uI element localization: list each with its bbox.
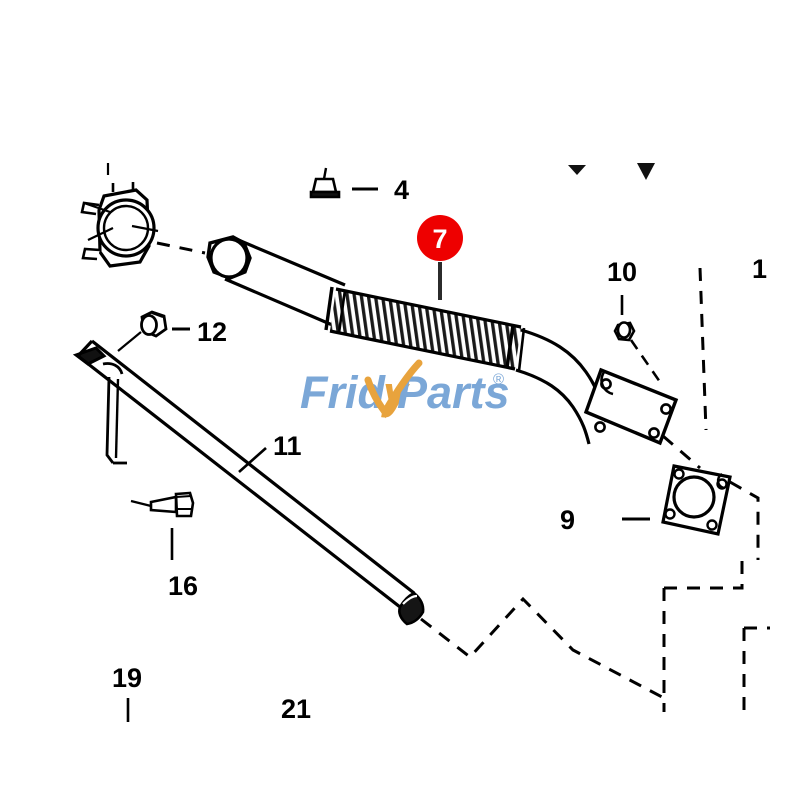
callout-label-12: 12	[197, 317, 227, 347]
leader-10-dash	[629, 339, 662, 383]
watermark-registered-mark: ®	[493, 371, 504, 388]
assembly-dashed-lines	[156, 241, 770, 718]
clamp-leader-lines	[83, 163, 159, 241]
exhaust-tail-pipe-part-11	[76, 339, 425, 626]
callout-label-10: 10	[607, 257, 637, 287]
leader-11	[238, 447, 267, 473]
partial-top-marks	[568, 163, 655, 180]
flange-gasket-part-9	[661, 464, 732, 536]
callout-label-1: 1	[752, 254, 767, 284]
callout-label-19: 19	[112, 663, 142, 693]
hex-bolt-part-16	[130, 491, 195, 518]
callout-label-16: 16	[168, 571, 198, 601]
exhaust-clamp-part-1	[80, 182, 156, 268]
callout-label-11: 11	[273, 431, 302, 461]
callout-labels: 4 12 11 16 19 21 9 10 1	[112, 175, 767, 724]
highlight-badge-circle[interactable]	[417, 215, 463, 261]
watermark-group: Frid y Parts ®	[300, 359, 510, 419]
hex-nut-part-12	[140, 310, 168, 338]
highlight-badge-number: 7	[432, 224, 447, 254]
callout-label-21: 21	[281, 694, 311, 724]
bracket-clip-part-4	[309, 167, 341, 199]
leader-12-to-bracket	[117, 331, 142, 352]
flange-bolt-part-10	[613, 321, 636, 342]
watermark-text-parts: Parts	[397, 367, 510, 418]
callout-label-4: 4	[394, 175, 409, 205]
watermark-check-icon	[364, 359, 423, 419]
callout-label-9: 9	[560, 505, 575, 535]
